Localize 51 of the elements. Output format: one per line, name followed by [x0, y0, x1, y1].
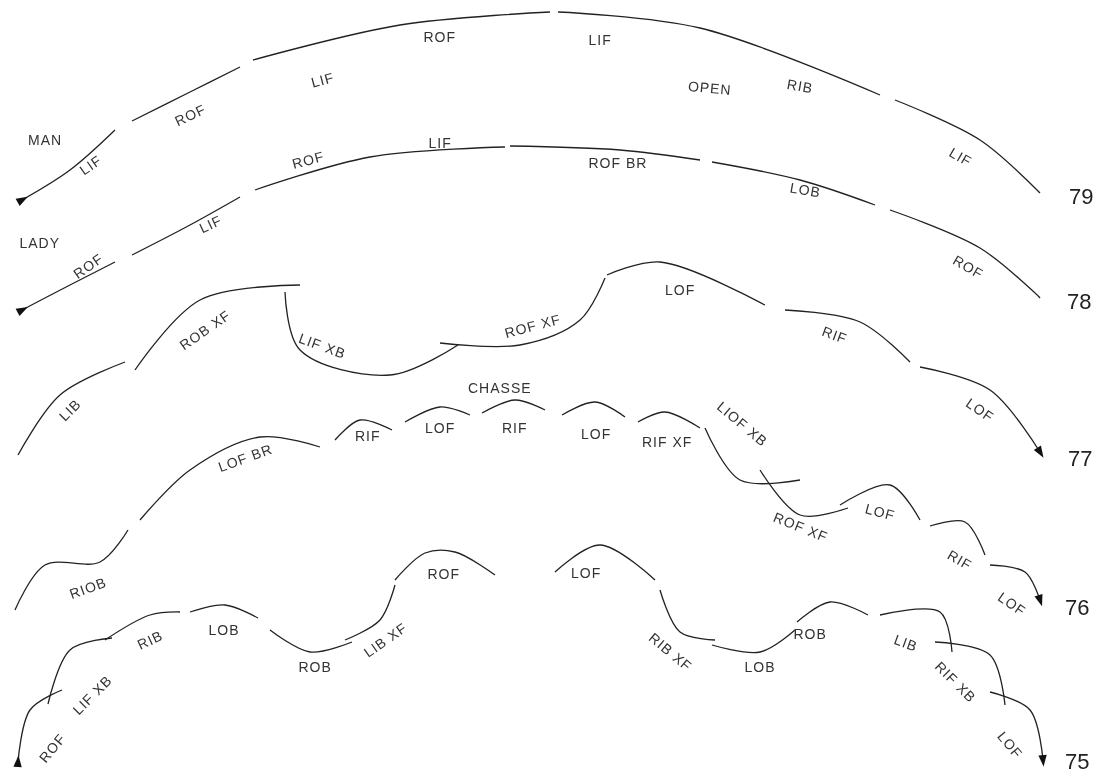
step-label: LOF	[995, 589, 1029, 619]
step-label: LOB	[788, 180, 822, 200]
step-label: RIF	[502, 421, 528, 435]
step-label: ROF BR	[588, 156, 648, 170]
partner-label: MAN	[28, 133, 63, 147]
step-label: LIF XB	[69, 672, 115, 718]
step-label: ROF XF	[770, 509, 830, 545]
step-label: LOF	[963, 395, 997, 425]
step-label: RIF XB	[932, 658, 979, 706]
step-label: ROF	[427, 567, 461, 581]
step-label: LIF	[196, 212, 224, 236]
step-label: LOB	[744, 660, 776, 674]
step-label: LOF	[581, 427, 612, 441]
line-number: 77	[1068, 448, 1093, 470]
step-label: ROF	[423, 30, 457, 44]
line-number: 78	[1067, 291, 1092, 313]
step-label: ROB	[298, 660, 332, 674]
step-label: RIB	[135, 628, 166, 652]
step-label: ROB	[793, 627, 827, 641]
step-label: LIB	[892, 632, 920, 654]
step-label: LOF BR	[215, 441, 274, 475]
step-label: ROF	[290, 149, 326, 171]
step-label: RIB XF	[646, 630, 695, 674]
step-label: LIB	[56, 396, 84, 424]
step-label: RIF XF	[642, 435, 693, 449]
step-label: ROF	[172, 101, 208, 129]
step-label: RIF	[945, 547, 975, 573]
partner-label: LADY	[19, 236, 61, 250]
step-label: LOF	[863, 501, 897, 523]
step-label: CHASSE	[468, 381, 532, 395]
line-number: 79	[1069, 186, 1094, 208]
line-number: 75	[1065, 751, 1090, 773]
step-label: LOB	[208, 623, 240, 637]
step-label: RIB	[786, 76, 815, 96]
step-label: LIF	[946, 145, 974, 169]
step-label: LOF	[425, 421, 456, 435]
step-label: ROF	[950, 252, 986, 282]
step-label: LOF	[571, 566, 602, 580]
step-label: LOF	[665, 283, 696, 297]
step-label: OPEN	[687, 79, 733, 97]
step-label: LIF	[309, 70, 336, 90]
step-label: ROF XF	[502, 311, 562, 341]
step-label: RIF	[355, 429, 381, 443]
step-label: RIF	[820, 324, 850, 346]
step-label: RIOB	[67, 574, 109, 602]
line-number: 76	[1065, 597, 1090, 619]
step-label: LIF	[588, 33, 612, 47]
step-label: LIF XB	[296, 331, 348, 361]
step-label: LIF	[76, 152, 104, 178]
step-label: LIF	[428, 136, 452, 150]
step-label: LIB XF	[360, 620, 409, 660]
